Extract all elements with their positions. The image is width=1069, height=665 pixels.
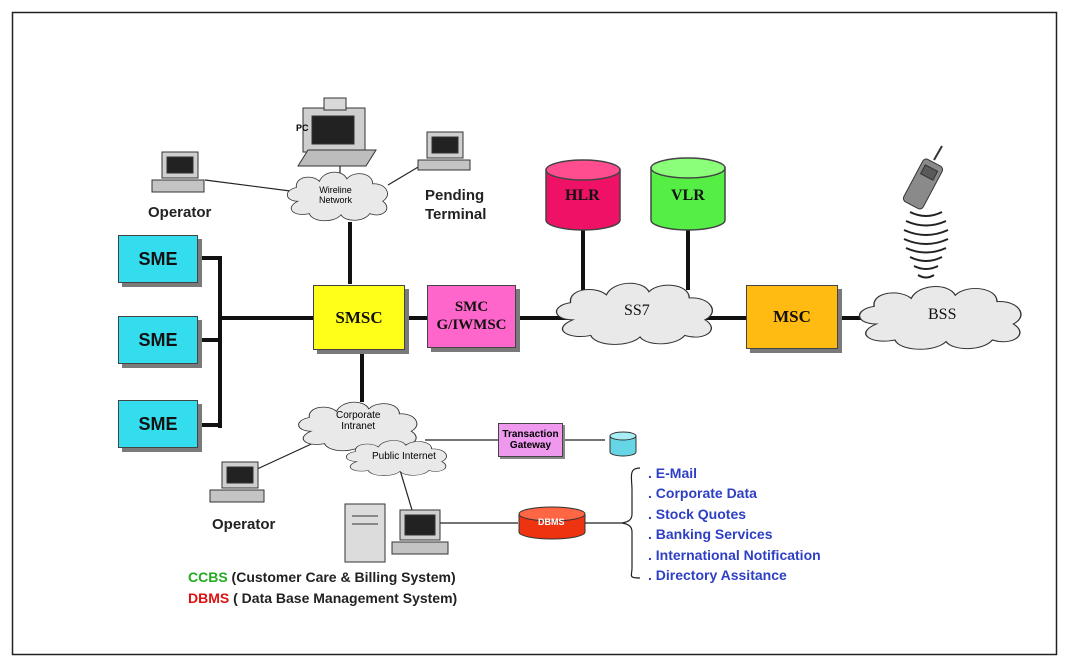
transaction-gateway-box: Transaction Gateway xyxy=(498,423,563,457)
dbms-cylinder-icon xyxy=(518,506,586,540)
sme-box-2: SME xyxy=(118,316,198,364)
legend-dbms-abbr: DBMS xyxy=(188,590,230,606)
database-icon xyxy=(609,431,637,457)
ss7-label: SS7 xyxy=(624,302,650,319)
legend-ccbs-abbr: CCBS xyxy=(188,569,228,585)
transaction-label-line1: Transaction xyxy=(502,429,559,440)
pending-terminal-label: Pending Terminal xyxy=(425,187,486,225)
operator-top-label: Operator xyxy=(148,204,212,221)
hlr-database-icon xyxy=(545,159,621,231)
hlr-label: HLR xyxy=(565,187,600,204)
service-item: . Corporate Data xyxy=(648,485,757,502)
wireline-label-line1: Wireline xyxy=(319,185,352,195)
corporate-label-line1: Corporate xyxy=(336,410,381,421)
operator-computer-bottom-icon xyxy=(209,461,265,503)
server-icon xyxy=(344,503,449,563)
bss-label: BSS xyxy=(928,306,957,323)
corporate-intranet-label: Corporate Intranet xyxy=(336,410,380,432)
sme-box-3: SME xyxy=(118,400,198,448)
operator-bottom-label: Operator xyxy=(212,516,276,533)
legend-dbms: DBMS ( Data Base Management System) xyxy=(188,591,457,605)
service-item: . E-Mail xyxy=(648,465,698,481)
msc-box: MSC xyxy=(746,285,838,349)
mobile-phone-icon xyxy=(902,145,944,210)
service-item: . Banking Services xyxy=(648,526,773,543)
service-item: . International Notification xyxy=(648,546,821,563)
legend-ccbs: CCBS (Customer Care & Billing System) xyxy=(188,570,456,584)
smc-label-line1: SMC xyxy=(454,299,489,316)
pc-label: PC xyxy=(296,123,309,133)
service-item: . Stock Quotes xyxy=(648,505,747,522)
vlr-label: VLR xyxy=(671,187,705,204)
pending-terminal-icon xyxy=(417,131,471,171)
legend-dbms-desc: ( Data Base Management System) xyxy=(229,590,458,606)
frame-border xyxy=(11,11,1058,656)
sme-box-1: SME xyxy=(118,235,198,283)
pending-label-line1: Pending xyxy=(425,187,485,204)
legend-ccbs-desc: (Customer Care & Billing System) xyxy=(227,569,456,585)
services-list: . E-Mail . Corporate Data . Stock Quotes… xyxy=(648,463,821,585)
smc-label-line2: G/IWMSC xyxy=(436,316,507,333)
corporate-label-line2: Intranet xyxy=(341,421,376,432)
thin-lines xyxy=(204,155,641,579)
public-internet-label: Public Internet xyxy=(372,451,436,462)
operator-computer-icon xyxy=(151,151,205,193)
service-item: . Directory Assitance xyxy=(648,567,787,584)
transaction-label-line2: Gateway xyxy=(509,440,552,451)
smc-box: SMC G/IWMSC xyxy=(427,285,516,348)
pending-label-line2: Terminal xyxy=(425,205,487,223)
vlr-database-icon xyxy=(650,157,726,231)
smsc-box: SMSC xyxy=(313,285,405,350)
wireline-label-line2: Network xyxy=(319,194,353,205)
dbms-cylinder-label: DBMS xyxy=(538,517,565,527)
wireline-network-label: Wireline Network xyxy=(319,185,353,206)
radio-waves-icon xyxy=(903,211,949,279)
pc-icon xyxy=(297,97,377,167)
